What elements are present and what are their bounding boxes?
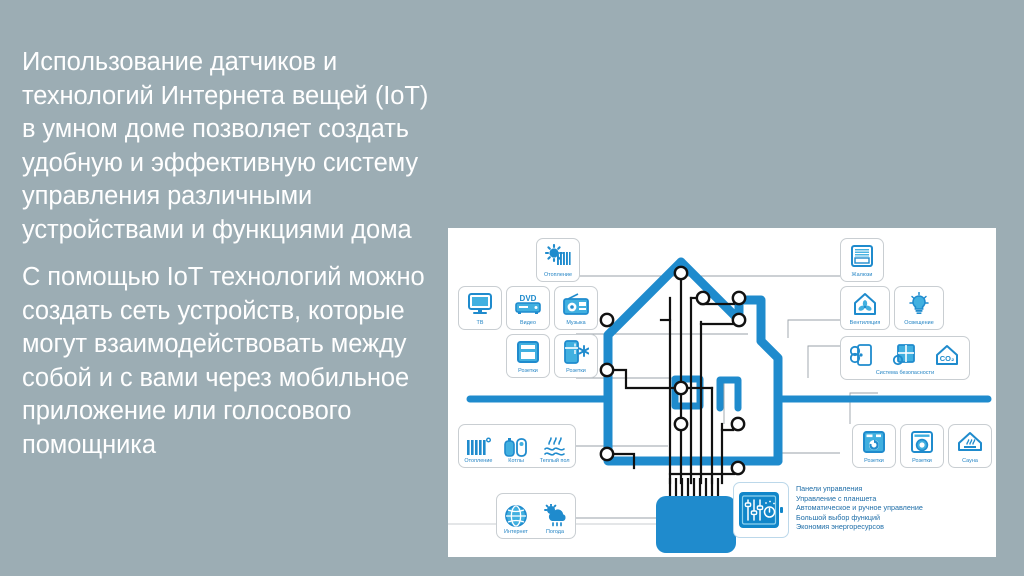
cp-line-3: Большой выбор функций xyxy=(796,512,881,522)
dryer-icon xyxy=(901,425,943,458)
circuit-traces xyxy=(606,271,736,485)
group-heating-item-2: Теплый пол xyxy=(540,437,570,465)
tile-ventilation-label: Вентиляция xyxy=(849,320,881,326)
door-lock-icon xyxy=(850,343,872,366)
tile-sauna[interactable]: Сауна xyxy=(948,424,992,468)
smart-home-diagram: Отопление ТВ DVD xyxy=(448,228,996,557)
tile-lighting-label: Освещение xyxy=(904,320,934,326)
tile-video[interactable]: DVD Видео xyxy=(506,286,550,330)
co2-house-icon: CO₂ xyxy=(936,344,958,365)
refrigerator-icon xyxy=(555,335,597,368)
sun-radiator-icon xyxy=(537,239,579,272)
tile-sauna-label: Сауна xyxy=(962,458,978,464)
washer-icon xyxy=(853,425,895,458)
group-internet[interactable]: Интернет xyxy=(496,493,576,539)
group-heating-item-1: Котлы xyxy=(503,437,529,465)
radio-icon xyxy=(555,287,597,320)
tile-sockets-4[interactable]: Розетки xyxy=(900,424,944,468)
diagram-vector-layer xyxy=(448,257,992,553)
radiator-icon xyxy=(467,437,492,455)
house-outline xyxy=(603,257,783,466)
paragraph-1: Использование датчиков и технологий Инте… xyxy=(22,48,429,244)
tablet-sliders-icon xyxy=(733,482,789,538)
washing-machine-icon xyxy=(507,335,549,368)
group-internet-item-0: Интернет xyxy=(504,504,528,536)
tile-sockets-3[interactable]: Розетки xyxy=(852,424,896,468)
tile-lighting[interactable]: Освещение xyxy=(894,286,944,330)
group-security-label: Система безопасности xyxy=(875,370,935,376)
control-panel-text: Панели управления Управление с планшета … xyxy=(796,482,923,532)
house-fan-icon xyxy=(841,287,889,320)
tile-sockets-1[interactable]: Розетки xyxy=(506,334,550,378)
tile-sockets-4-label: Розетки xyxy=(912,458,932,464)
paragraph-2: С помощью IoT технологий можно создать с… xyxy=(22,263,425,459)
cp-line-1: Управление с планшета xyxy=(796,493,877,503)
light-bulb-icon xyxy=(895,287,943,320)
group-security-item-0 xyxy=(850,343,874,367)
tile-heating-top[interactable]: Отопление xyxy=(536,238,580,282)
tile-video-label: Видео xyxy=(520,320,536,326)
group-heating[interactable]: Отопление Котлы xyxy=(458,424,576,468)
group-internet-item-1: Погода xyxy=(542,504,568,536)
window-sensor-icon xyxy=(892,343,915,365)
dvd-player-icon: DVD xyxy=(507,287,549,320)
tile-sockets-2[interactable]: Розетки xyxy=(554,334,598,378)
boiler-icon xyxy=(504,438,527,457)
hub-box xyxy=(656,496,736,553)
svg-text:CO₂: CO₂ xyxy=(940,354,955,363)
globe-icon xyxy=(505,505,527,527)
tile-music-label: Музыка xyxy=(566,320,586,326)
tile-music[interactable]: Музыка xyxy=(554,286,598,330)
cp-line-2: Автоматическое и ручное управление xyxy=(796,503,923,513)
svg-text:DVD: DVD xyxy=(520,294,537,303)
circuit-nodes xyxy=(599,265,747,476)
tile-heating-top-label: Отопление xyxy=(543,272,573,278)
tile-sockets-3-label: Розетки xyxy=(864,458,884,464)
sauna-icon xyxy=(949,425,991,458)
tile-blinds[interactable]: Жалюзи xyxy=(840,238,884,282)
tile-tv[interactable]: ТВ xyxy=(458,286,502,330)
window-blinds-icon xyxy=(841,239,883,272)
group-heating-item-0: Отопление xyxy=(464,437,492,465)
body-text-column: Использование датчиков и технологий Инте… xyxy=(22,46,434,462)
cp-line-0: Панели управления xyxy=(796,484,863,493)
tile-ventilation[interactable]: Вентиляция xyxy=(840,286,890,330)
control-panel-block: Панели управления Управление с планшета … xyxy=(733,482,923,538)
underfloor-heating-icon xyxy=(543,437,565,456)
television-icon xyxy=(459,287,501,320)
tile-tv-label: ТВ xyxy=(476,320,484,326)
sun-cloud-rain-icon xyxy=(544,504,566,527)
tile-blinds-label: Жалюзи xyxy=(851,272,873,278)
tile-sockets-1-label: Розетки xyxy=(518,368,538,374)
group-security-item-2: CO₂ xyxy=(934,343,960,367)
tile-sockets-2-label: Розетки xyxy=(566,368,586,374)
group-security-item-1 xyxy=(892,343,916,367)
group-security[interactable]: CO₂ Система безопасности xyxy=(840,336,970,380)
cp-line-4: Экономия энергоресурсов xyxy=(796,522,884,532)
